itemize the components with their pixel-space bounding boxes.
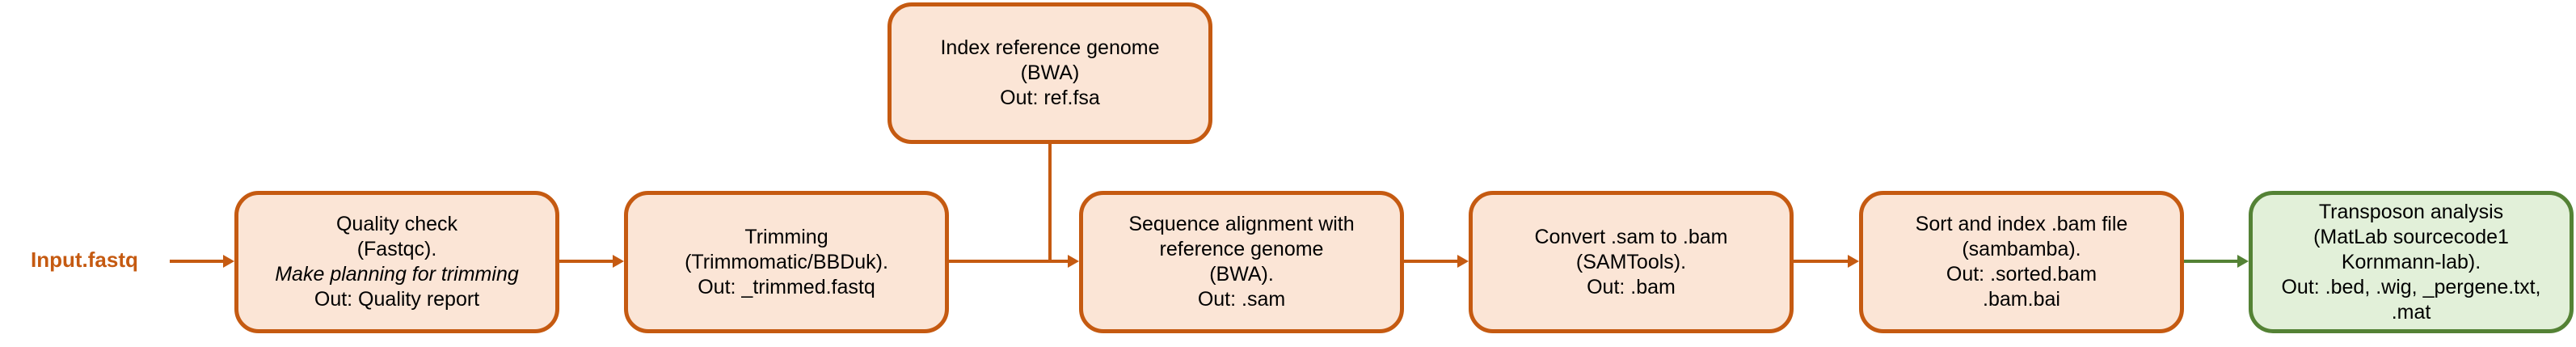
index-title: Index reference genome <box>940 36 1160 59</box>
convert-output: Out: .bam <box>1587 275 1676 298</box>
arrowhead-quality <box>223 255 234 268</box>
trimming-step: Trimming (Trimmomatic/BBDuk). Out: _trim… <box>624 191 949 333</box>
index-tool: (BWA) <box>1020 61 1080 84</box>
alignment-output: Out: .sam <box>1197 288 1286 311</box>
arrowhead-align <box>1068 255 1079 268</box>
alignment-title-line2: reference genome <box>1159 238 1324 260</box>
convert-title: Convert .sam to .bam <box>1534 225 1728 248</box>
quality-check-title: Quality check <box>335 213 458 235</box>
sort-index-step: Sort and index .bam file (sambamba). Out… <box>1859 191 2184 333</box>
sort-tool: (sambamba). <box>1962 238 2081 260</box>
quality-check-tool: (Fastqc). <box>356 238 437 260</box>
arrowhead-trimming <box>613 255 624 268</box>
arrowhead-transposon <box>2237 255 2249 268</box>
sort-output-bam: Out: .sorted.bam <box>1946 263 2097 286</box>
transposon-output-line2: .mat <box>2391 300 2431 324</box>
transposon-title: Transposon analysis <box>2318 200 2504 223</box>
arrowhead-sort <box>1848 255 1859 268</box>
input-file-label: Input.fastq <box>31 248 138 272</box>
sort-output-bai: .bam.bai <box>1983 288 2060 311</box>
transposon-output-line1: Out: .bed, .wig, _pergene.txt, <box>2281 275 2541 298</box>
convert-sam-step: Convert .sam to .bam (SAMTools). Out: .b… <box>1469 191 1794 333</box>
quality-check-note: Make planning for trimming <box>275 263 519 286</box>
trimming-title: Trimming <box>744 225 828 248</box>
alignment-title-line1: Sequence alignment with <box>1128 213 1355 235</box>
trimming-output: Out: _trimmed.fastq <box>698 275 875 298</box>
convert-tool: (SAMTools). <box>1575 250 1687 273</box>
index-output: Out: ref.fsa <box>1000 87 1100 109</box>
sequence-alignment-step: Sequence alignment with reference genome… <box>1079 191 1404 333</box>
quality-check-output: Out: Quality report <box>314 288 480 311</box>
arrowhead-convert <box>1457 255 1469 268</box>
quality-check-step: Quality check (Fastqc). Make planning fo… <box>234 191 559 333</box>
index-reference-step: Index reference genome (BWA) Out: ref.fs… <box>887 2 1212 144</box>
sort-title: Sort and index .bam file <box>1915 213 2128 235</box>
transposon-analysis-step: Transposon analysis (MatLab sourcecode1 … <box>2249 191 2574 333</box>
transposon-tool-line1: (MatLab sourcecode1 <box>2313 225 2509 248</box>
trimming-tool: (Trimmomatic/BBDuk). <box>685 250 888 273</box>
transposon-tool-line2: Kornmann-lab). <box>2341 250 2481 273</box>
alignment-tool: (BWA). <box>1209 263 1274 286</box>
